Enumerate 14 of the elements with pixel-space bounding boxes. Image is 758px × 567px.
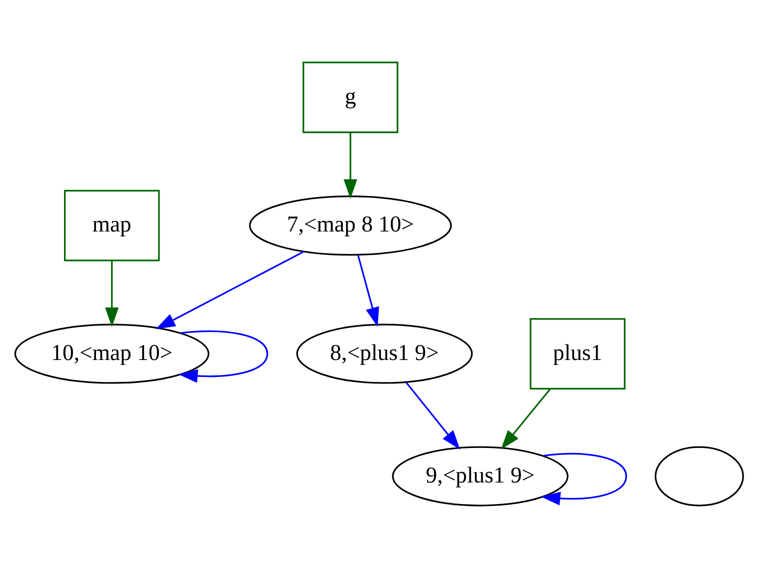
arrow bbox=[540, 452, 628, 505]
arrow bbox=[156, 250, 304, 329]
arrow bbox=[344, 132, 358, 198]
arrow bbox=[500, 388, 551, 449]
node-ellipse: 8,<plus1 9> bbox=[296, 323, 473, 384]
node-box: g bbox=[302, 61, 398, 133]
arrow bbox=[357, 254, 380, 326]
node-ellipse: 7,<map 8 10> bbox=[249, 195, 452, 256]
node-ellipse bbox=[654, 446, 744, 506]
arrow bbox=[178, 330, 268, 382]
arrow bbox=[105, 260, 119, 326]
node-box: map bbox=[64, 189, 160, 261]
arrow bbox=[406, 381, 460, 450]
node-box: plus1 bbox=[530, 318, 626, 389]
